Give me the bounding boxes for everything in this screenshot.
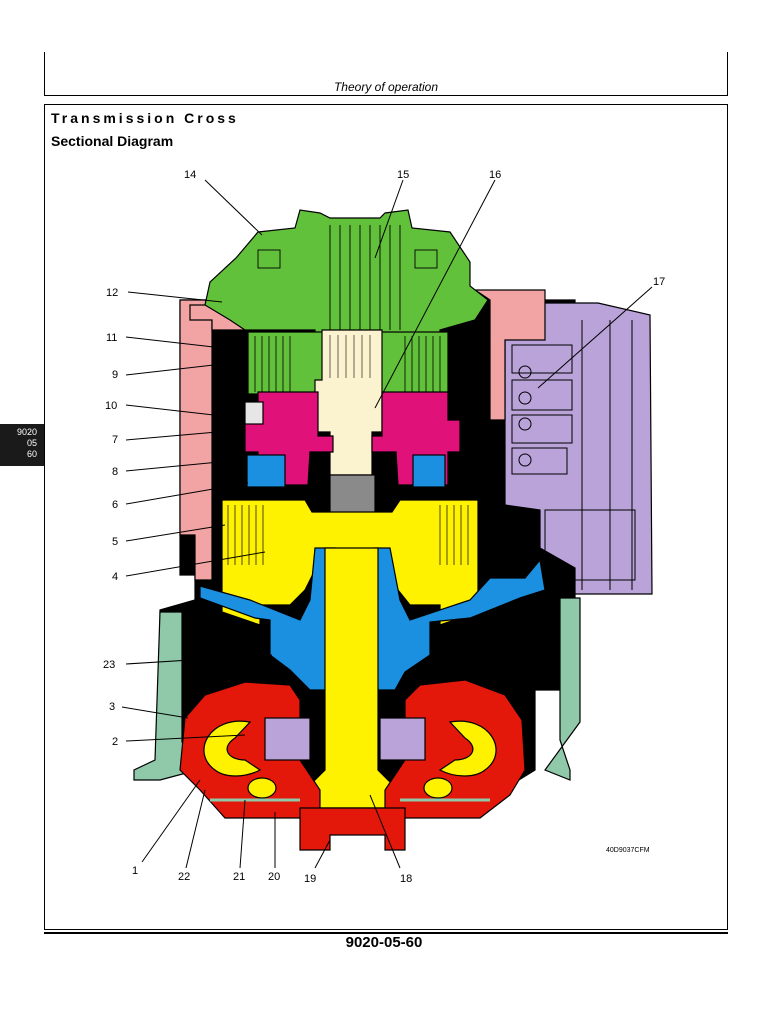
valve-housing [504,302,653,595]
page-number: 9020-05-60 [345,934,423,951]
valve-right [423,777,453,799]
callout-20: 20 [268,871,280,883]
callout-22: 22 [178,871,190,883]
piston-left [246,454,286,488]
section-tab: 9020 05 60 [0,424,44,466]
valve-details [511,320,636,590]
page-header-title: Theory of operation [333,80,439,94]
valve-left [247,777,277,799]
figure-frame [44,104,728,930]
piston-right [412,454,446,488]
section-tab-line-1: 9020 [16,427,37,437]
callout-18: 18 [400,873,412,885]
callout-23: 23 [103,659,115,671]
outer-case [133,611,207,781]
callout-3: 3 [109,701,115,713]
torque-housing-right [384,679,526,819]
callout-10: 10 [105,400,117,412]
callout-labels: 14 15 16 17 12 11 9 10 7 8 6 5 4 23 3 2 … [103,169,665,885]
impeller-left [203,720,262,777]
section-tab-line-2: 05 [26,438,37,448]
figure-title: Transmission Cross [51,110,239,126]
turbine-left [264,717,311,761]
planetary-clutch-plates [227,505,469,565]
callout-5: 5 [112,536,118,548]
callout-17: 17 [653,276,665,288]
turbine-right [379,717,426,761]
callout-16: 16 [489,169,501,181]
pin-left [244,401,264,425]
callout-8: 8 [112,466,118,478]
callout-9: 9 [112,369,118,381]
figure-subtitle: Sectional Diagram [51,133,174,149]
impeller-right [438,720,497,777]
callout-7: 7 [112,434,118,446]
section-tab-line-3: 60 [26,449,37,459]
callout-12: 12 [106,287,118,299]
outer-case-right [544,597,581,781]
callout-11: 11 [106,332,117,344]
clutch-plates-upper [254,336,441,392]
input-shaft-splines [329,335,371,378]
callout-2: 2 [112,736,118,748]
callout-4: 4 [112,571,118,583]
page-header-box: Theory of operation [44,52,728,96]
callout-6: 6 [112,499,118,511]
pink-housing-right [473,289,546,421]
callout-21: 21 [233,871,245,883]
callout-19: 19 [304,873,316,885]
footer-rule [44,932,728,934]
blue-hub-right [374,547,546,691]
figure-code: 40D9037CFM [606,847,650,854]
callout-leaders [121,179,653,869]
callout-14: 14 [184,169,196,181]
bottom-housing [299,807,406,851]
callout-1: 1 [132,865,138,877]
callout-15: 15 [397,169,409,181]
top-housing-details [257,225,438,330]
